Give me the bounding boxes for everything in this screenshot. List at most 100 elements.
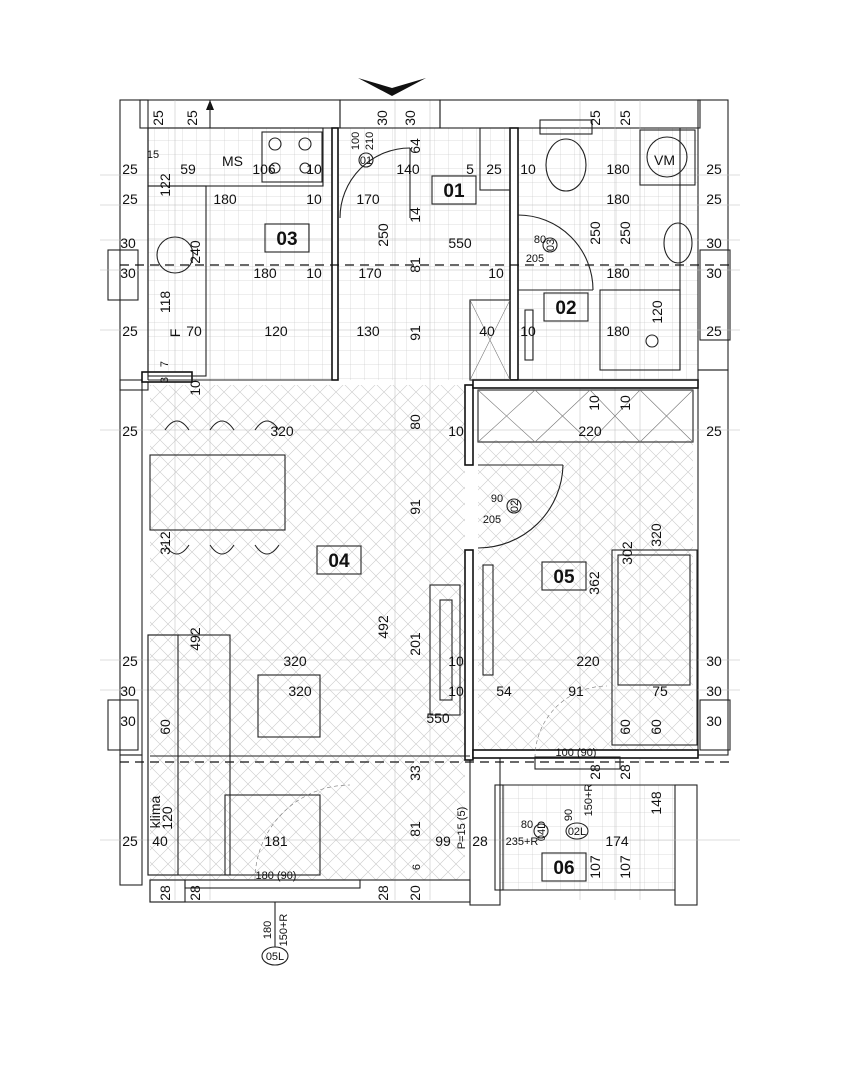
dim: 30 (120, 235, 136, 251)
room-label-06: 06 (553, 858, 574, 879)
dim: 170 (358, 265, 382, 281)
dim: 91 (407, 325, 423, 341)
dim: 25 (184, 110, 200, 126)
dim: 550 (426, 710, 450, 726)
dim: 28 (157, 885, 173, 901)
dim: 220 (578, 423, 602, 439)
label-vm: VM (654, 152, 675, 168)
dim: 25 (706, 161, 722, 177)
dim: 40 (479, 323, 495, 339)
door-02l-width: 90 (563, 809, 575, 821)
interior-walls (141, 127, 699, 891)
dim: 10 (520, 323, 536, 339)
dim: 25 (122, 191, 138, 207)
entrance-arrow-icon (358, 78, 426, 96)
dim: 10 (306, 161, 322, 177)
dim: 320 (648, 523, 664, 547)
dim: 28 (617, 764, 633, 780)
dim: 25 (706, 323, 722, 339)
dim: 59 (180, 161, 196, 177)
dim: 81 (407, 821, 423, 837)
parquet-bedroom (478, 440, 693, 750)
door-05l-width: 180 (262, 921, 274, 939)
dim: 25 (486, 161, 502, 177)
dim: 250 (587, 221, 603, 245)
p15-label: P=15 (5) (456, 807, 468, 850)
room-label-02: 02 (555, 298, 576, 319)
dim: 362 (586, 571, 602, 595)
dim: 180 (606, 265, 630, 281)
dim: 10 (448, 423, 464, 439)
room-box-02 (543, 292, 589, 322)
door-swings (254, 147, 608, 881)
hall-wardrobe (469, 299, 694, 443)
dim: 5 (466, 161, 474, 177)
dim: 180 (606, 323, 630, 339)
dim: 148 (648, 791, 664, 815)
dim: 40 (152, 833, 168, 849)
dim: 30 (706, 235, 722, 251)
dim: 10 (520, 161, 536, 177)
dim: 10 (448, 683, 464, 699)
room-box-05 (541, 561, 587, 591)
dim: 81 (407, 257, 423, 273)
door-05l-height: 150+R (278, 914, 290, 947)
door-01-width: 100 (350, 132, 362, 150)
kitchen-counter (147, 127, 324, 377)
door-02-height: 205 (483, 514, 501, 526)
dim: 320 (283, 653, 307, 669)
dim: 122 (157, 173, 173, 197)
dim: 3 (159, 377, 171, 383)
dim: 180 (606, 191, 630, 207)
dim: 60 (157, 719, 173, 735)
dim: 80 (407, 414, 423, 430)
dim: 91 (407, 499, 423, 515)
tile-floor-bath (518, 128, 698, 380)
dim: 25 (587, 110, 603, 126)
tag-02l: 02L (568, 826, 586, 838)
dim: 130 (356, 323, 380, 339)
dim: 15 (147, 149, 159, 161)
door-tag-circles (261, 152, 589, 966)
dim: 25 (706, 423, 722, 439)
dim: 30 (706, 653, 722, 669)
dim: 20 (407, 885, 423, 901)
dim: 30 (120, 713, 136, 729)
dim: 10 (617, 395, 633, 411)
dim: 118 (157, 291, 173, 314)
dim: 25 (122, 161, 138, 177)
dim: 250 (617, 221, 633, 245)
dim: 120 (649, 300, 665, 324)
dim: 25 (122, 833, 138, 849)
dim: 75 (652, 683, 668, 699)
dim: 120 (264, 323, 288, 339)
dim: 107 (587, 855, 603, 879)
dim: 30 (706, 265, 722, 281)
label-ms: MS (222, 153, 243, 169)
dim: 30 (706, 713, 722, 729)
dim: 30 (402, 110, 418, 126)
dim: 220 (576, 653, 600, 669)
door-180-90: 180 (90) (256, 870, 297, 882)
dim: 10 (488, 265, 504, 281)
dim: 25 (617, 110, 633, 126)
dim: 70 (186, 323, 202, 339)
dim: 28 (187, 885, 203, 901)
dim: 240 (187, 240, 203, 264)
dim: 107 (617, 855, 633, 879)
dining-set (149, 420, 286, 555)
washing-machine-icon (639, 129, 696, 186)
dim: 320 (288, 683, 312, 699)
dim: 180 (213, 191, 237, 207)
windows (149, 99, 621, 903)
tile-floor-kitchen (148, 128, 510, 380)
dimension-labels: 25 25 30 30 25 25 15 25 59 106 10 140 5 … (120, 110, 722, 901)
tile-floor-terrace (500, 785, 675, 890)
door-01-height: 210 (364, 132, 376, 150)
room-box-01 (431, 175, 477, 205)
dim: 25 (122, 323, 138, 339)
dim: 320 (270, 423, 294, 439)
label-f: F (167, 329, 183, 338)
room-box-03 (264, 223, 310, 253)
